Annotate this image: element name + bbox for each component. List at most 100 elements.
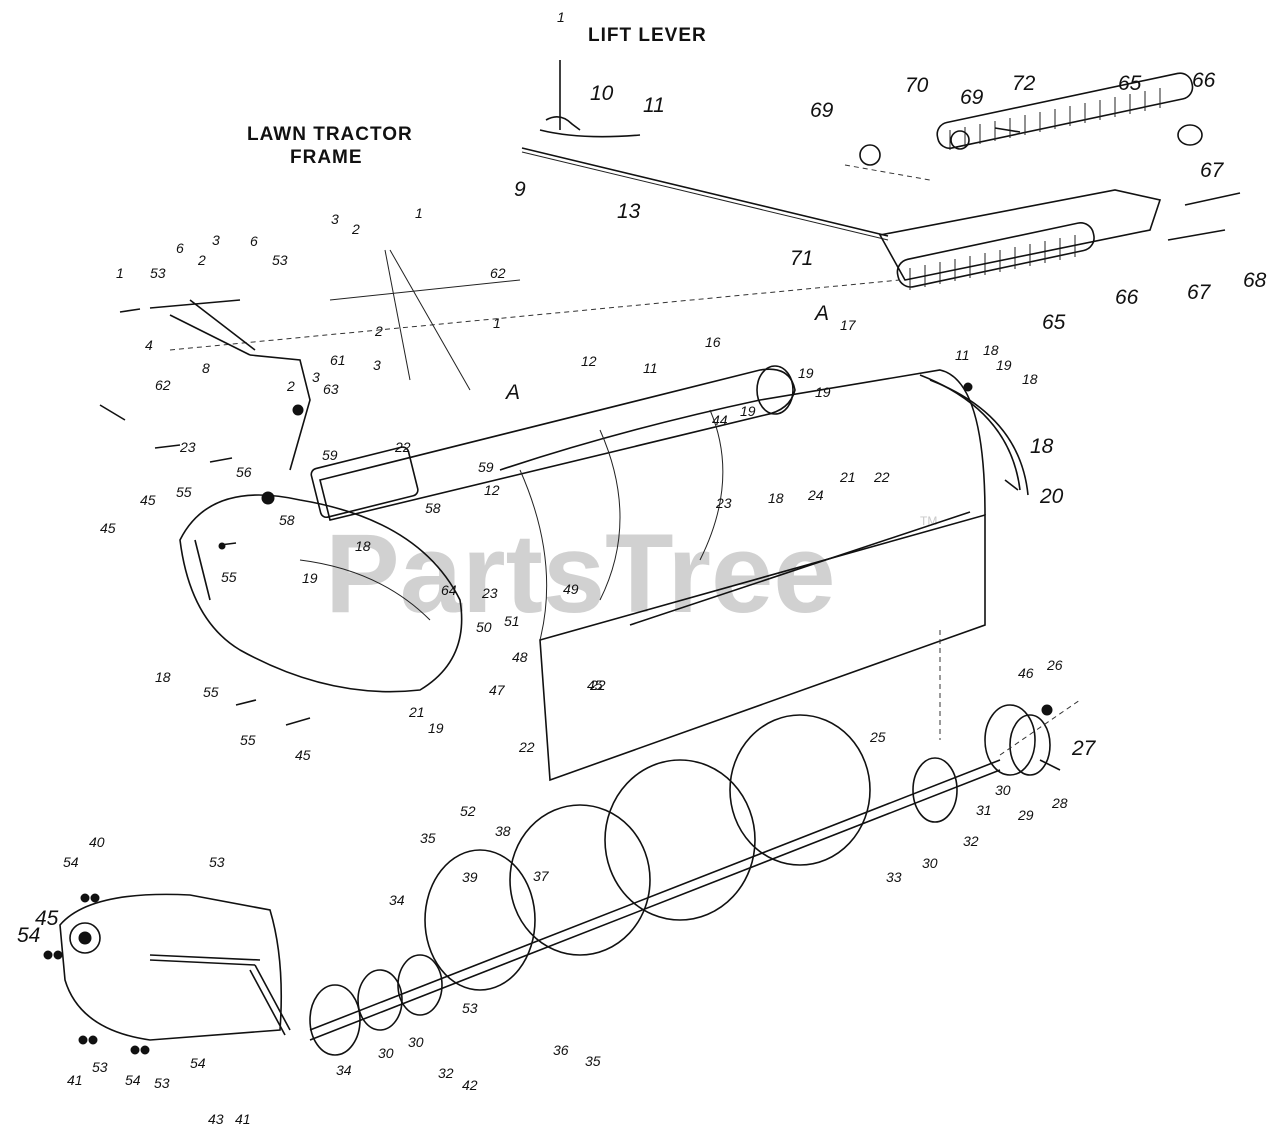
part-label: 18 bbox=[355, 538, 371, 554]
part-label: 44 bbox=[712, 412, 728, 428]
part-label: 6 bbox=[176, 240, 184, 256]
part-label: 55 bbox=[240, 732, 256, 748]
part-label: 67 bbox=[1200, 159, 1225, 182]
part-label: 56 bbox=[236, 464, 252, 480]
part-label: 51 bbox=[504, 613, 520, 629]
part-label: 65 bbox=[1042, 311, 1066, 334]
part-label: 58 bbox=[279, 512, 295, 528]
part-label: 19 bbox=[798, 365, 814, 381]
part-label: 54 bbox=[125, 1072, 141, 1088]
part-label: 53 bbox=[462, 1000, 478, 1016]
part-label: 71 bbox=[790, 247, 813, 270]
gear-housing bbox=[59, 893, 291, 1041]
part-label: 1 bbox=[493, 315, 501, 331]
part-label: 45 bbox=[295, 747, 311, 763]
part-label: 55 bbox=[203, 684, 219, 700]
part-label: 22 bbox=[394, 439, 411, 455]
part-label: 2 bbox=[351, 221, 360, 237]
part-label: 12 bbox=[581, 353, 597, 369]
part-label: 22 bbox=[873, 469, 890, 485]
part-label: 54 bbox=[63, 854, 79, 870]
part-label: 27 bbox=[1071, 737, 1097, 760]
part-label: 68 bbox=[1243, 269, 1267, 292]
part-label: 45 bbox=[100, 520, 116, 536]
part-label: 3 bbox=[373, 357, 381, 373]
part-label: 32 bbox=[963, 833, 979, 849]
part-label: 46 bbox=[1018, 665, 1034, 681]
part-label: 12 bbox=[484, 482, 500, 498]
part-label: 43 bbox=[208, 1111, 224, 1127]
side-shield bbox=[179, 494, 463, 693]
part-label: A bbox=[813, 302, 829, 325]
part-label: 23 bbox=[481, 585, 498, 601]
lift-lever-assembly bbox=[521, 60, 889, 241]
frame-linkage bbox=[149, 249, 521, 471]
part-label: 19 bbox=[302, 570, 318, 586]
part-label: 40 bbox=[89, 834, 105, 850]
part-label: 21 bbox=[408, 704, 425, 720]
part-label: 18 bbox=[768, 490, 784, 506]
part-label: 55 bbox=[176, 484, 192, 500]
part-label: 65 bbox=[1118, 72, 1142, 95]
part-label: 54 bbox=[17, 924, 40, 947]
part-label: 30 bbox=[378, 1045, 394, 1061]
part-label: 6 bbox=[250, 233, 258, 249]
part-label: 59 bbox=[478, 459, 494, 475]
part-label: A bbox=[504, 381, 520, 404]
frame-caption-line2: FRAME bbox=[290, 147, 363, 168]
part-label: 37 bbox=[533, 868, 550, 884]
part-label: 47 bbox=[489, 682, 506, 698]
part-label: 48 bbox=[512, 649, 528, 665]
part-label: 9 bbox=[514, 178, 526, 201]
part-label: 34 bbox=[336, 1062, 352, 1078]
part-label: 16 bbox=[705, 334, 721, 350]
part-label: 20 bbox=[1039, 485, 1064, 508]
part-label: 3 bbox=[331, 211, 339, 227]
part-label: 45 bbox=[35, 907, 59, 930]
part-label: 1 bbox=[415, 205, 423, 221]
part-label: 52 bbox=[460, 803, 476, 819]
part-label: 53 bbox=[272, 252, 288, 268]
part-label: 13 bbox=[617, 200, 641, 223]
part-label: 66 bbox=[1192, 69, 1216, 92]
part-label: 23 bbox=[179, 439, 196, 455]
part-label: 59 bbox=[322, 447, 338, 463]
part-label: 72 bbox=[1012, 72, 1036, 95]
part-label: 18 bbox=[155, 669, 171, 685]
part-label: 19 bbox=[740, 403, 756, 419]
part-label: 53 bbox=[150, 265, 166, 281]
part-label: 11 bbox=[643, 360, 658, 376]
part-label: 67 bbox=[1187, 281, 1212, 304]
part-label: 35 bbox=[420, 830, 436, 846]
part-label: 3 bbox=[312, 369, 320, 385]
part-label: 23 bbox=[715, 495, 732, 511]
part-label: 31 bbox=[976, 802, 992, 818]
part-label: 29 bbox=[1017, 807, 1034, 823]
part-label: 18 bbox=[1022, 371, 1038, 387]
part-label: 41 bbox=[67, 1072, 83, 1088]
tiller-hood bbox=[499, 369, 1029, 782]
part-label: 10 bbox=[590, 82, 614, 105]
part-label: 19 bbox=[428, 720, 444, 736]
part-label: 2 bbox=[197, 252, 206, 268]
part-label: 50 bbox=[476, 619, 492, 635]
part-label: 2 bbox=[374, 323, 383, 339]
part-label: 3 bbox=[212, 232, 220, 248]
captions: LIFT LEVER LAWN TRACTOR FRAME bbox=[247, 25, 707, 168]
part-label: 26 bbox=[1046, 657, 1063, 673]
tine-shaft-housing bbox=[169, 279, 901, 521]
part-label: 55 bbox=[221, 569, 237, 585]
part-label: 62 bbox=[155, 377, 171, 393]
part-label: 53 bbox=[92, 1059, 108, 1075]
part-label: 18 bbox=[983, 342, 999, 358]
part-label: 11 bbox=[643, 94, 665, 117]
part-label: 45 bbox=[587, 677, 603, 693]
part-label: 53 bbox=[209, 854, 225, 870]
lift-lever-caption: LIFT LEVER bbox=[588, 25, 707, 46]
part-label: 39 bbox=[462, 869, 478, 885]
part-label: 19 bbox=[996, 357, 1012, 373]
part-label: 53 bbox=[154, 1075, 170, 1091]
part-label: 32 bbox=[438, 1065, 454, 1081]
part-label: 11 bbox=[955, 347, 970, 363]
